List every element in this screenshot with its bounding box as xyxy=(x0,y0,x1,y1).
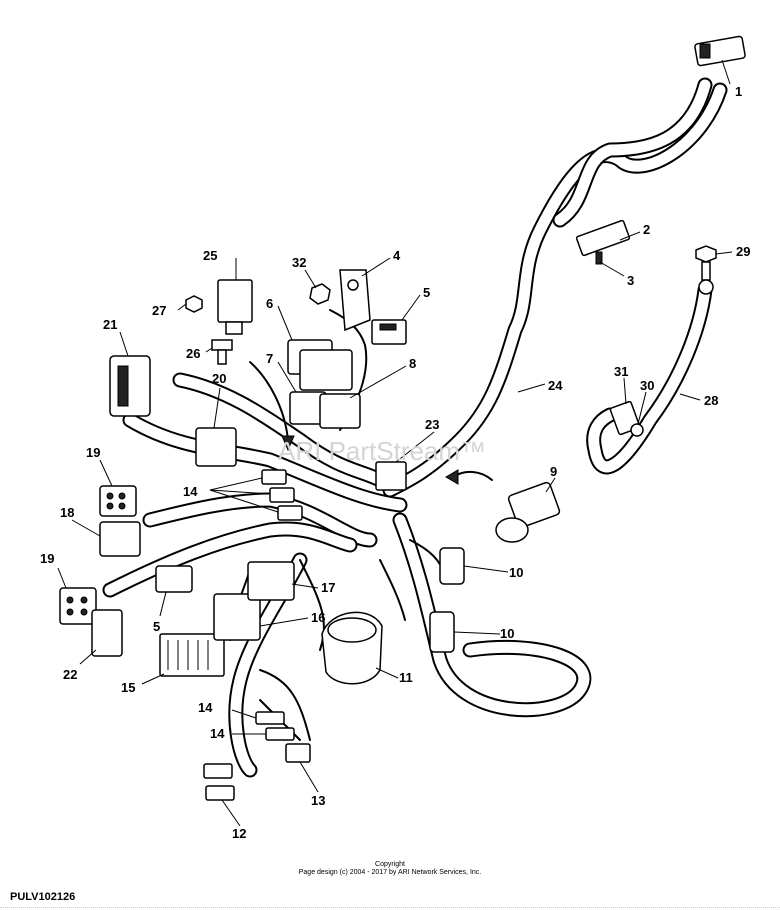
callout-21: 21 xyxy=(103,317,117,332)
watermark: ARI PartStream™ xyxy=(278,436,486,466)
callout-labels: 1 2 3 4 5 5 6 7 8 9 10 10 11 12 13 14 14… xyxy=(40,84,750,841)
callout-26: 26 xyxy=(186,346,200,361)
connector-17 xyxy=(247,561,295,601)
callout-19-lower: 19 xyxy=(40,551,54,566)
connector-19-bottom xyxy=(59,587,97,625)
grommet-9 xyxy=(495,481,561,543)
callout-27: 27 xyxy=(152,303,166,318)
fuse-holder-16 xyxy=(213,593,261,641)
callout-23: 23 xyxy=(425,417,439,432)
callout-16: 16 xyxy=(311,610,325,625)
callout-9: 9 xyxy=(550,464,557,479)
relay-7-8 xyxy=(289,391,361,429)
bolt-29 xyxy=(695,245,717,281)
main-harness xyxy=(102,77,728,778)
callout-17: 17 xyxy=(321,580,335,595)
callout-29: 29 xyxy=(736,244,750,259)
connector-5-top xyxy=(371,319,407,345)
connectors-14 xyxy=(261,469,303,521)
callout-5-lower: 5 xyxy=(153,619,160,634)
pointer-arrows xyxy=(249,361,493,485)
callout-15: 15 xyxy=(121,680,135,695)
callout-4: 4 xyxy=(393,248,401,263)
callout-18: 18 xyxy=(60,505,74,520)
callout-22: 22 xyxy=(63,667,77,682)
callout-5: 5 xyxy=(423,285,430,300)
callout-10-lower: 10 xyxy=(500,626,514,641)
callout-2: 2 xyxy=(643,222,650,237)
copyright-title: Copyright xyxy=(375,861,405,868)
callout-12: 12 xyxy=(232,826,246,841)
callout-8: 8 xyxy=(409,356,416,371)
connector-12 xyxy=(203,763,235,801)
connector-5-left xyxy=(155,565,193,593)
callout-3: 3 xyxy=(627,273,634,288)
nut-27 xyxy=(185,295,203,313)
connector-22 xyxy=(91,609,123,657)
callout-6: 6 xyxy=(266,296,273,311)
callout-11: 11 xyxy=(399,670,413,685)
connector-21 xyxy=(109,355,151,417)
connector-1 xyxy=(694,35,746,67)
callout-20: 20 xyxy=(212,371,226,386)
callout-14-upper: 14 xyxy=(198,700,213,715)
connector-20 xyxy=(195,427,237,467)
connector-18 xyxy=(99,521,141,557)
callout-28: 28 xyxy=(704,393,718,408)
callout-30: 30 xyxy=(640,378,654,393)
ring-terminal-28 xyxy=(698,279,714,295)
callout-24: 24 xyxy=(548,378,563,393)
callout-31: 31 xyxy=(614,364,628,379)
page-id: PULV102126 xyxy=(10,891,76,903)
relay-6 xyxy=(287,339,353,391)
callout-7: 7 xyxy=(266,351,273,366)
callout-10-upper: 10 xyxy=(509,565,523,580)
callout-14-main: 14 xyxy=(183,484,198,499)
callout-1: 1 xyxy=(735,84,742,99)
copyright-line: Page design (c) 2004 - 2017 by ARI Netwo… xyxy=(298,869,482,876)
fuse-block-15 xyxy=(159,633,225,677)
relay-25 xyxy=(217,279,253,335)
sensor-11 xyxy=(321,611,383,685)
callout-25: 25 xyxy=(203,248,217,263)
connector-13 xyxy=(285,743,311,763)
connector-23 xyxy=(375,461,407,491)
connector-10-upper xyxy=(439,547,465,585)
connector-2-3 xyxy=(575,219,631,265)
callout-13: 13 xyxy=(311,793,325,808)
callout-32: 32 xyxy=(292,255,306,270)
callout-14-lower: 14 xyxy=(210,726,225,741)
bracket-4 xyxy=(339,269,371,332)
bottom-rule xyxy=(0,907,780,908)
connectors-14-lower xyxy=(255,711,295,741)
connector-10-lower xyxy=(429,611,455,653)
washer-30 xyxy=(630,423,644,437)
leader-lines xyxy=(57,59,733,827)
callout-19-upper: 19 xyxy=(86,445,100,460)
bolt-26 xyxy=(211,339,233,365)
connector-19-top xyxy=(99,485,137,517)
nut-32 xyxy=(309,283,331,305)
